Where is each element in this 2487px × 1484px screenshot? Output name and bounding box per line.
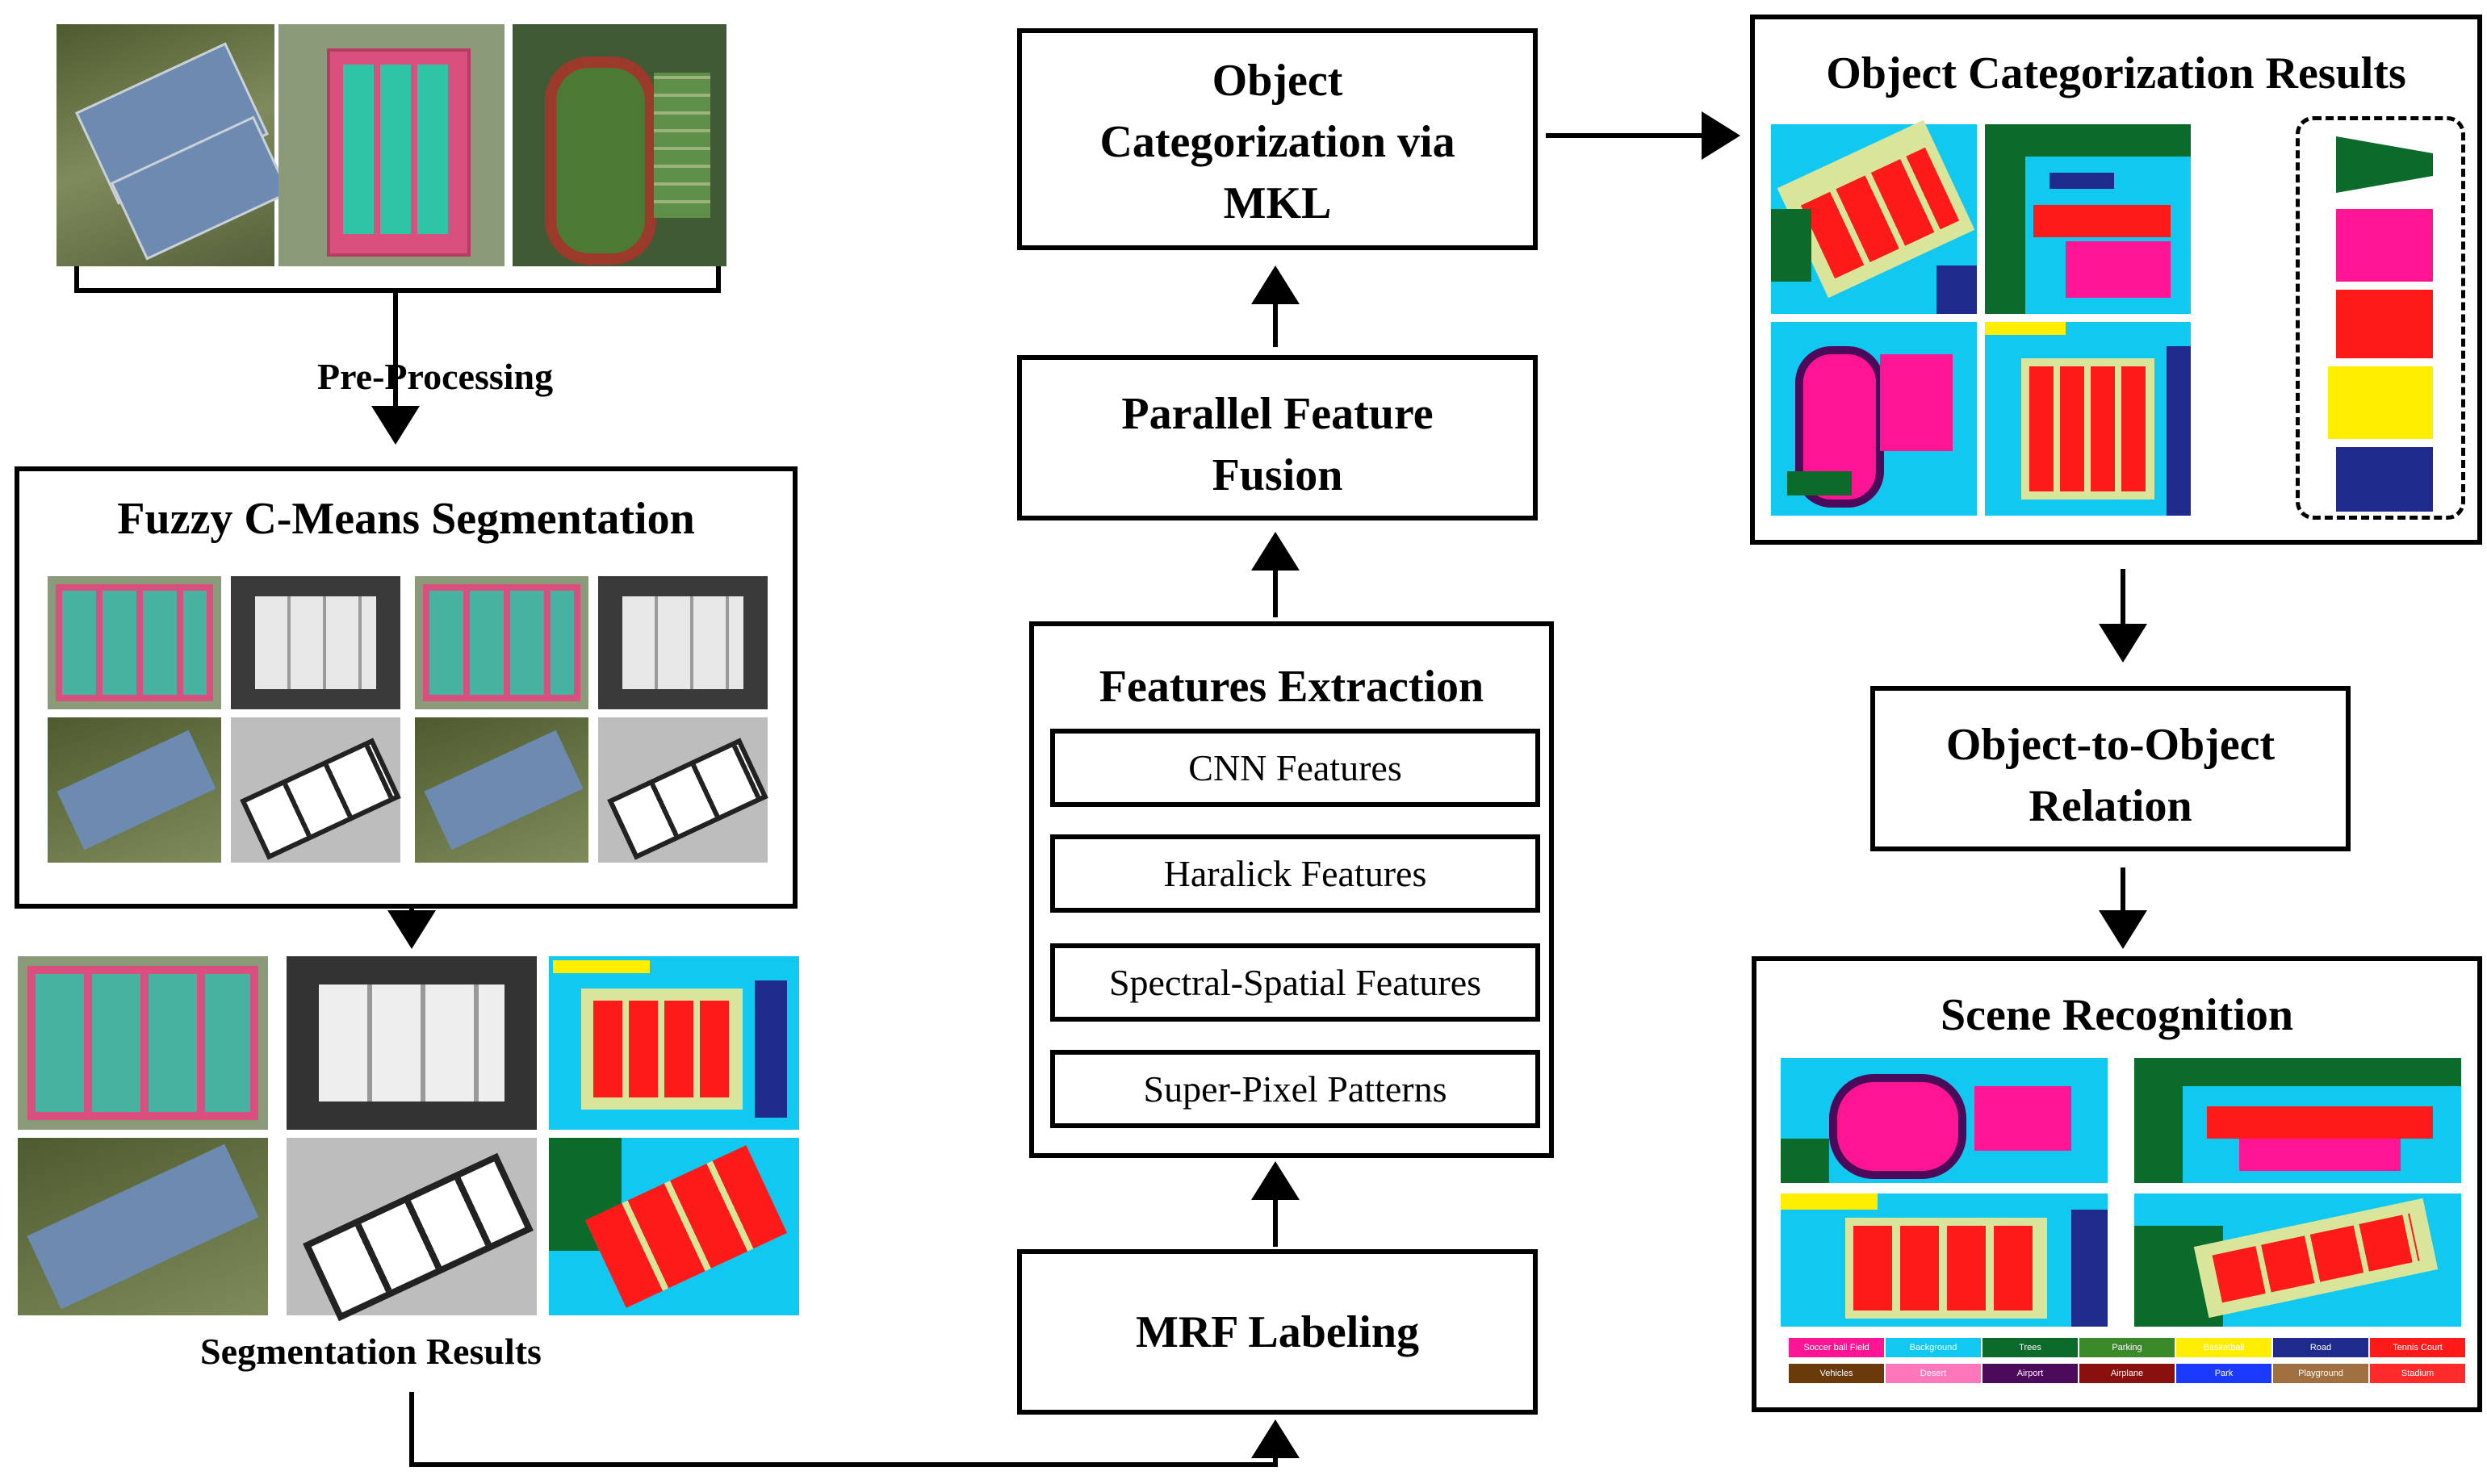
input-brace (74, 266, 721, 293)
legend-item: Basketball (2176, 1338, 2271, 1357)
fusion-line-2: Fusion (1212, 450, 1343, 500)
key-tennis-court (2336, 290, 2433, 358)
key-basketball-court (2328, 366, 2433, 439)
feature-fusion-box: Parallel Feature Fusion (1017, 355, 1538, 520)
scene-map-4 (2134, 1193, 2461, 1327)
features-extraction-box: Features Extraction CNN Features Haralic… (1029, 621, 1554, 1158)
result-map-1 (1771, 119, 1977, 314)
features-title: Features Extraction (1099, 662, 1484, 712)
seg-result-gray-1 (287, 956, 537, 1130)
fcm-thumb-color-2 (415, 576, 588, 709)
fcm-thumb-gray-1 (231, 576, 400, 709)
scene-map-3 (1781, 1193, 2108, 1327)
results-title: Object Categorization Results (1826, 48, 2406, 98)
seg-result-color-1 (18, 956, 268, 1130)
seg-result-gray-2 (287, 1138, 537, 1322)
mkl-line-3: MKL (1223, 178, 1332, 228)
category-key-panel (2296, 116, 2465, 520)
arrow-results-to-mrf (409, 1392, 1300, 1467)
legend-item: Soccer ball Field (1789, 1338, 1884, 1357)
legend-item: Road (2273, 1338, 2368, 1357)
feature-item-cnn: CNN Features (1050, 729, 1540, 807)
fusion-line-1: Parallel Feature (1121, 389, 1434, 439)
legend-item: Desert (1886, 1364, 1981, 1383)
mrf-title: MRF Labeling (1135, 1307, 1420, 1357)
object-relation-box: Object-to-Object Relation (1870, 686, 2351, 851)
result-map-4 (1985, 322, 2191, 516)
scene-map-1 (1781, 1058, 2108, 1183)
seg-result-color-2 (18, 1138, 268, 1315)
mkl-line-1: Object (1212, 56, 1343, 106)
fcm-thumb-gray-4 (598, 717, 768, 863)
input-image-3 (513, 24, 726, 266)
label-pre-processing: Pre-Processing (317, 356, 554, 397)
seg-result-labeled-1 (549, 956, 799, 1130)
seg-result-labeled-2 (549, 1138, 799, 1315)
legend-item: Playground (2273, 1364, 2368, 1383)
legend-item: Trees (1982, 1338, 2078, 1357)
scene-map-2 (2134, 1058, 2461, 1183)
fcm-segmentation-box: Fuzzy C-Means Segmentation (15, 466, 798, 909)
legend-item: Airport (1982, 1364, 2078, 1383)
fcm-thumb-gray-3 (231, 717, 401, 863)
scene-title: Scene Recognition (1940, 990, 2294, 1040)
legend-item: Park (2176, 1364, 2271, 1383)
input-image-2 (278, 24, 505, 266)
fcm-thumb-color-4 (415, 717, 588, 863)
categorization-results-box: Object Categorization Results (1750, 15, 2482, 545)
legend-item: Stadium (2370, 1364, 2465, 1383)
legend-item: Vehicles (1789, 1364, 1884, 1383)
result-map-2 (1985, 124, 2191, 314)
key-basketball (2336, 209, 2433, 282)
mrf-labeling-box: MRF Labeling (1017, 1249, 1538, 1415)
feature-item-super-pixel: Super-Pixel Patterns (1050, 1050, 1540, 1128)
feature-item-haralick: Haralick Features (1050, 834, 1540, 913)
key-road (2336, 447, 2433, 512)
relation-line-1: Object-to-Object (1945, 720, 2276, 770)
mkl-categorization-box: Object Categorization via MKL (1017, 28, 1538, 250)
result-map-3 (1771, 322, 1977, 516)
fcm-title: Fuzzy C-Means Segmentation (117, 494, 695, 544)
input-image-1 (57, 24, 291, 266)
relation-line-2: Relation (2029, 781, 2192, 831)
feature-item-spectral-spatial: Spectral-Spatial Features (1050, 943, 1540, 1022)
fcm-thumb-color-3 (48, 717, 221, 863)
legend-item: Airplane (2079, 1364, 2175, 1383)
fcm-thumb-color-1 (48, 576, 221, 709)
mkl-line-2: Categorization via (1099, 117, 1455, 167)
legend-item: Background (1886, 1338, 1981, 1357)
legend-item: Parking (2079, 1338, 2175, 1357)
key-trees (2336, 136, 2433, 193)
label-segmentation-results: Segmentation Results (200, 1331, 542, 1372)
legend-item: Tennis Court (2370, 1338, 2465, 1357)
fcm-thumb-gray-2 (598, 576, 768, 709)
